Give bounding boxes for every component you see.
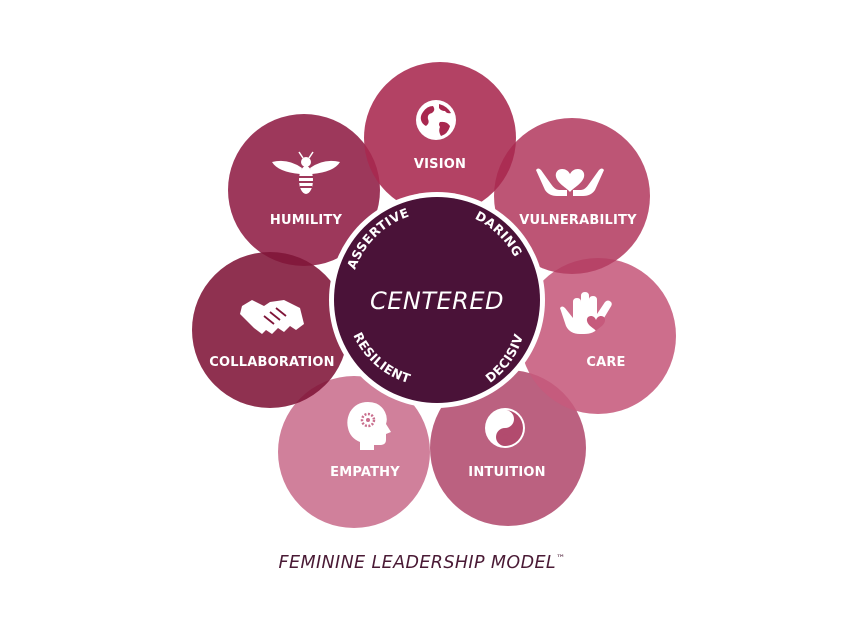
yin-yang-icon — [485, 408, 525, 448]
petal-label-vulnerability: VULNERABILITY — [519, 213, 637, 228]
globe-icon — [416, 100, 456, 140]
petal-label-vision: VISION — [414, 157, 466, 172]
trademark-mark: ™ — [556, 554, 565, 564]
open-hand-heart-icon — [560, 292, 612, 334]
petal-vulnerability-circle — [494, 118, 650, 274]
petal-empathy-circle — [278, 376, 430, 528]
head-gears-icon — [347, 402, 391, 450]
center-circle — [334, 197, 540, 403]
hands-heart-icon — [536, 168, 604, 196]
center-label: CENTERED — [370, 287, 504, 315]
petal-label-empathy: EMPATHY — [330, 465, 400, 480]
petal-labels: VISION VULNERABILITY CARE INTUITION EMPA… — [209, 157, 637, 480]
handshake-icon — [240, 300, 304, 334]
petal-label-intuition: INTUITION — [468, 465, 545, 480]
petal-intuition-circle — [430, 370, 586, 526]
petal-label-care: CARE — [586, 355, 625, 370]
diagram-caption: FEMININE LEADERSHIP MODEL™ — [279, 553, 566, 573]
petal-label-humility: HUMILITY — [270, 213, 343, 228]
bee-icon — [272, 151, 340, 194]
petal-care-circle — [520, 258, 676, 414]
petal-label-collaboration: COLLABORATION — [209, 355, 334, 370]
